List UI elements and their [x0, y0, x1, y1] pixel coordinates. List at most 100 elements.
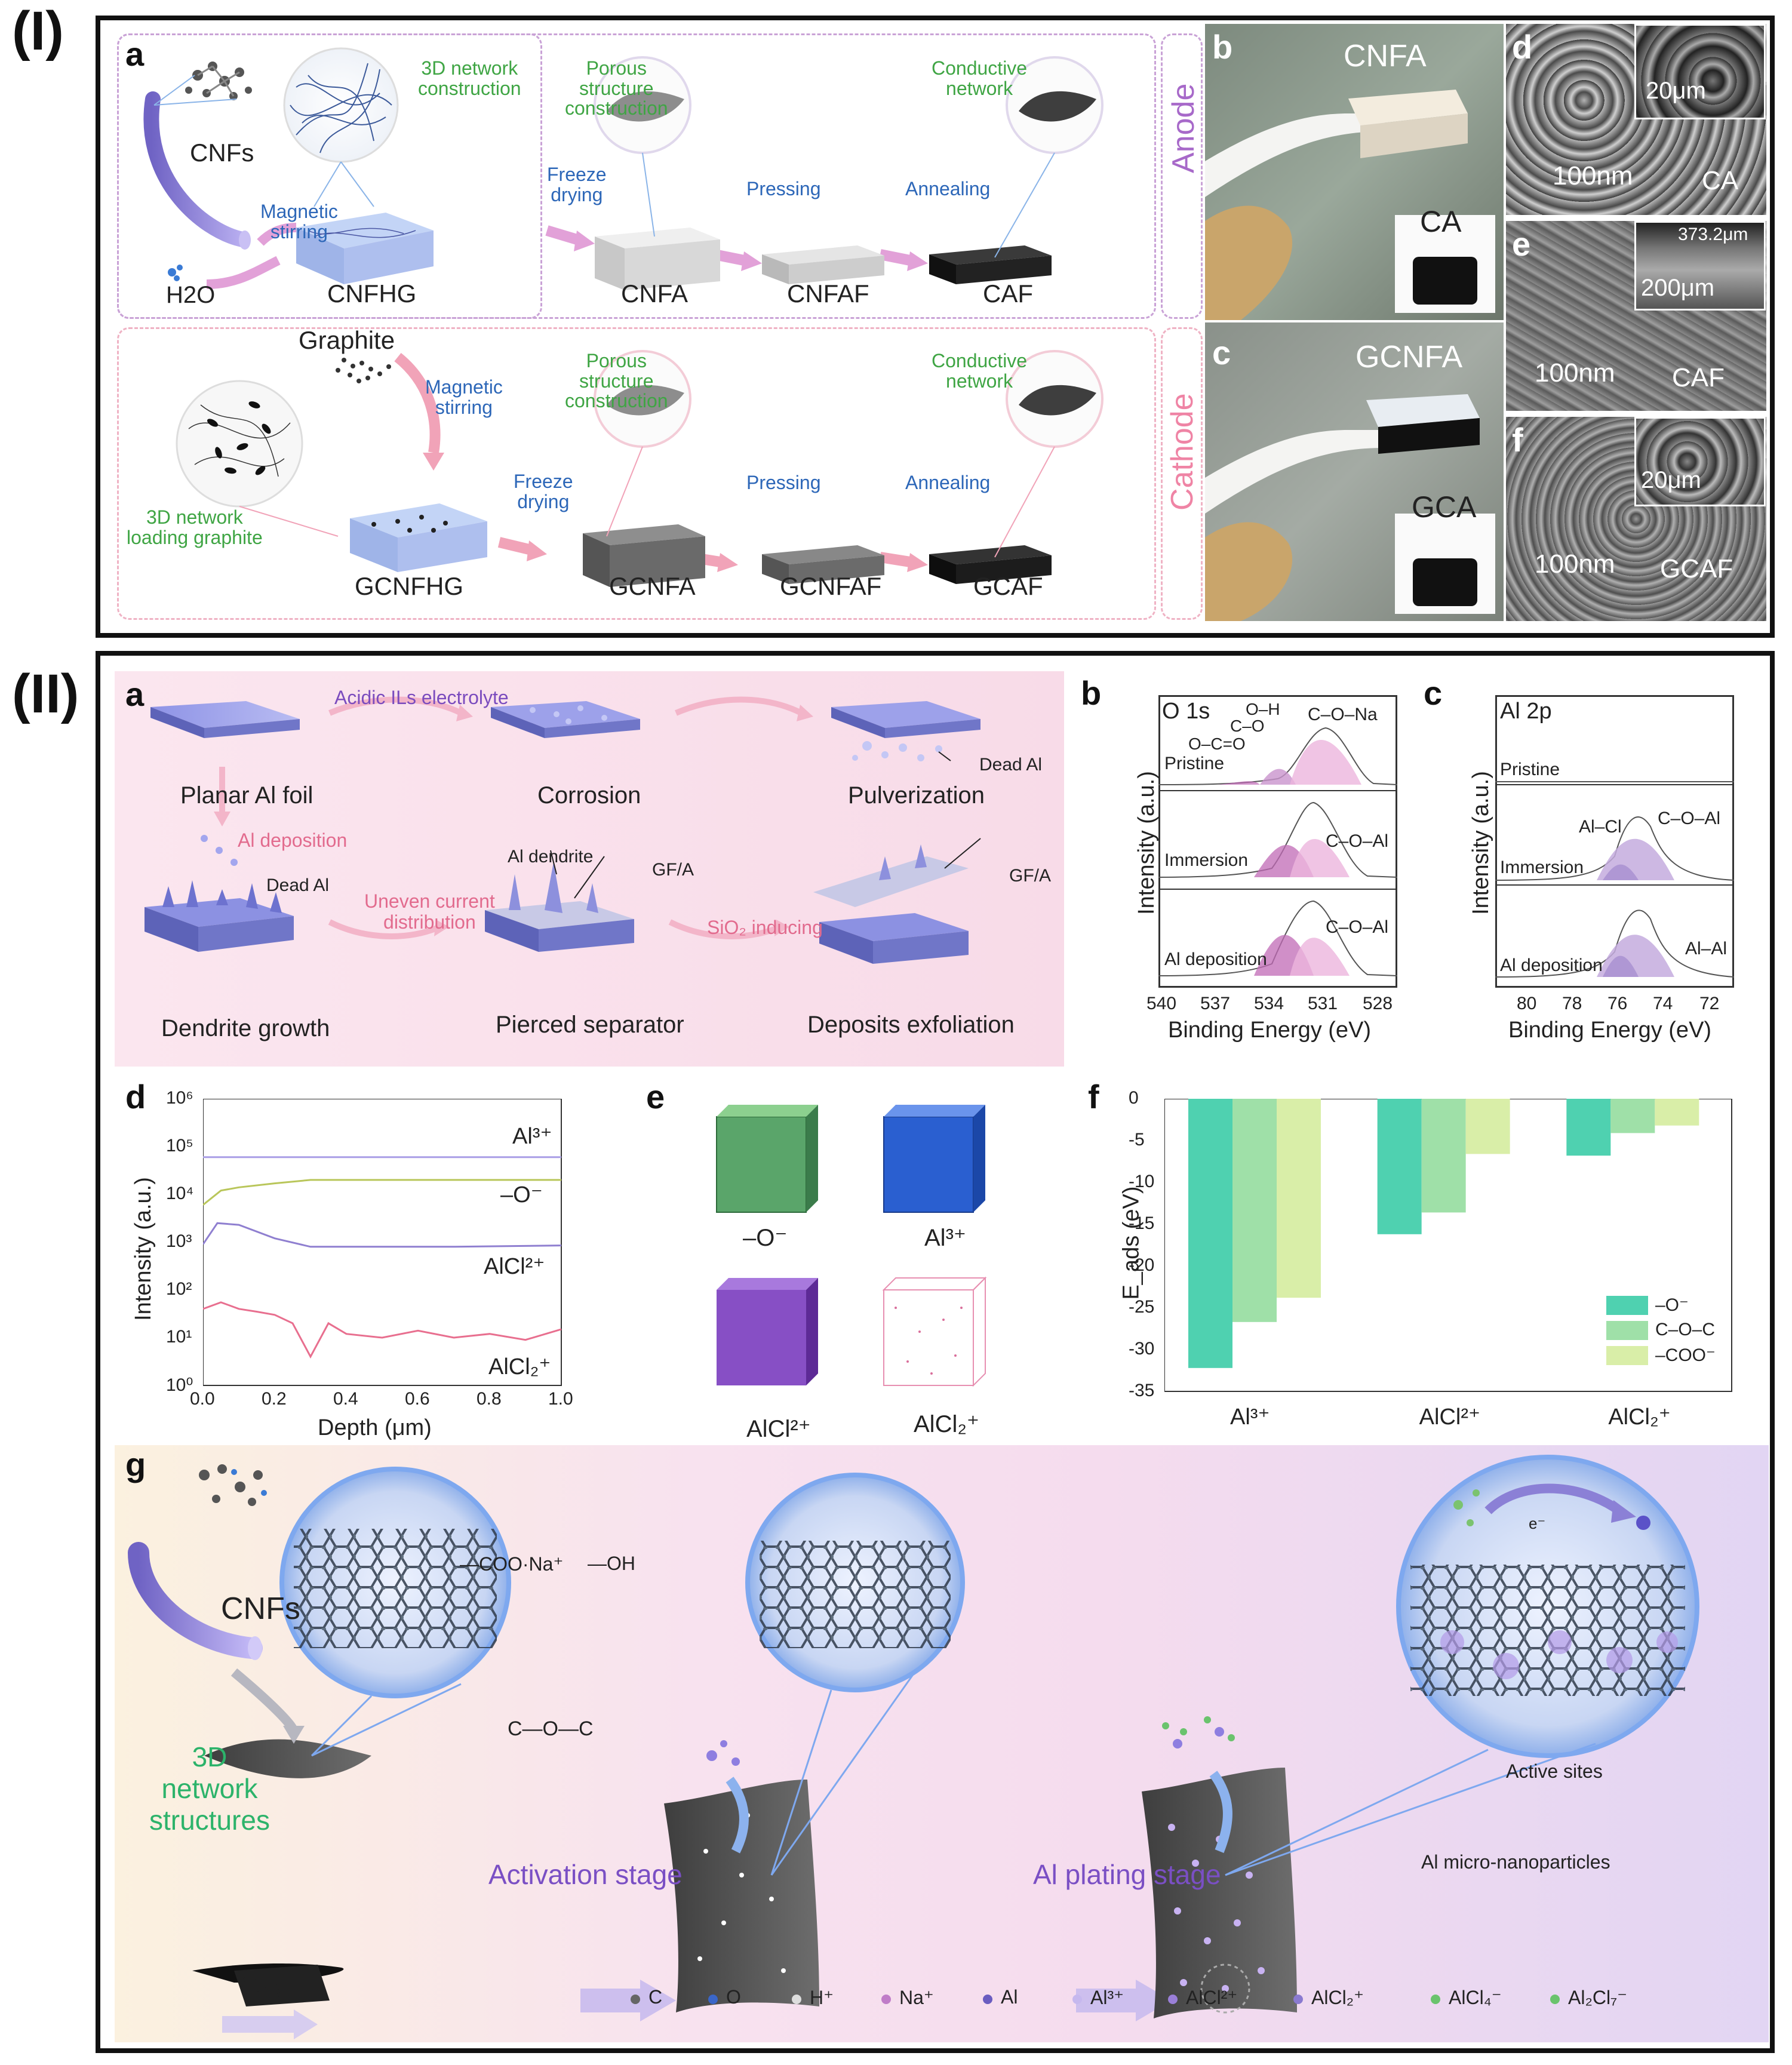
eads-ytick-6: -30	[1129, 1339, 1155, 1359]
sem-e-inset	[1634, 221, 1766, 311]
xps-label-co: C–O	[1230, 717, 1265, 735]
xps-al2p-immersion: Immersion	[1500, 858, 1584, 877]
label-gcnfaf: GCNFAF	[780, 572, 882, 600]
xps-o1s-curves	[1158, 727, 1397, 976]
label-uneven-current: Uneven current distribution	[364, 890, 495, 933]
panel-label-II-c: c	[1424, 674, 1443, 712]
mech-label-coc: C—O—C	[508, 1717, 594, 1740]
mech-legend-icon-2	[792, 1995, 801, 2004]
label-deposits-exfoliation: Deposits exfoliation	[807, 1012, 1015, 1038]
sem-e-inset-scale: 200μm	[1641, 275, 1715, 301]
depth-series-line-3	[203, 1301, 562, 1359]
eads-bar-0-0	[1188, 1099, 1232, 1368]
mech-label-cnfs: CNFs	[221, 1591, 300, 1626]
depth-xtick-4: 0.8	[477, 1389, 502, 1409]
eads-legend-label-1: C–O–C	[1655, 1320, 1716, 1339]
3d-map-label-alcl2: AlCl₂⁺	[914, 1411, 979, 1437]
mech-legend-icon-7	[1293, 1995, 1303, 2004]
mech-label-electron: e⁻	[1529, 1514, 1546, 1532]
label-porous-structure-anode: Porous structure construction	[565, 57, 668, 119]
sem-f-name: GCAF	[1660, 554, 1733, 583]
eads-category-1: AlCl²⁺	[1419, 1405, 1481, 1430]
panel-label-I-e: e	[1512, 225, 1531, 263]
xps-al2p-coal: C–O–Al	[1658, 809, 1721, 828]
label-cnfaf: CNFAF	[787, 279, 869, 308]
panel-label-I-c: c	[1212, 334, 1231, 371]
depth-series-label-alcl2: AlCl₂⁺	[488, 1354, 551, 1379]
mech-legend-icon-5	[1072, 1995, 1082, 2004]
mech-label-active-sites: Active sites	[1506, 1760, 1603, 1782]
mech-legend-icon-9	[1550, 1995, 1560, 2004]
label-conductive-network-cathode: Conductive network	[932, 350, 1028, 392]
eads-ytick-0: 0	[1129, 1088, 1139, 1108]
sem-d-name: CA	[1702, 166, 1739, 195]
label-magnetic-stirring-anode: Magnetic stirring	[260, 201, 338, 242]
mech-label-3d-network: 3D network structures	[149, 1741, 270, 1836]
depth-xtick-2: 0.4	[333, 1389, 358, 1409]
depth-ytick-1: 10¹	[166, 1327, 192, 1347]
panel-label-II-d: d	[125, 1078, 146, 1116]
eads-bar-1-2	[1465, 1099, 1510, 1154]
label-annealing-anode: Annealing	[905, 178, 991, 199]
label-cnfa: CNFA	[621, 279, 688, 308]
photo-b-label: CNFA	[1344, 39, 1427, 73]
panel-II-a-art	[145, 696, 981, 964]
eads-bar-2-2	[1655, 1099, 1699, 1126]
label-cnfs: CNFs	[190, 139, 254, 167]
depth-chart-ylabel: Intensity (a.u.)	[130, 1177, 156, 1321]
label-pressing-cathode: Pressing	[746, 472, 821, 493]
sem-f-inset-scale: 20μm	[1641, 467, 1701, 493]
eads-ytick-4: -20	[1129, 1255, 1155, 1275]
xps-o1s-xtick-2: 534	[1254, 994, 1284, 1013]
eads-ytick-5: -25	[1129, 1297, 1155, 1317]
label-pulverization: Pulverization	[848, 782, 985, 809]
label-anode: Anode	[1166, 83, 1201, 173]
mech-legend-label-3: Na⁺	[899, 1987, 934, 2008]
xps-al2p-title: Al 2p	[1500, 699, 1552, 724]
3d-map-label-alcl2p: AlCl²⁺	[746, 1416, 811, 1442]
label-gfa-1: GF/A	[652, 860, 694, 880]
cathode-schematic-box	[117, 327, 1156, 620]
mech-legend-label-6: AlCl²⁺	[1186, 1987, 1238, 2008]
mech-legend-label-7: AlCl₂⁺	[1311, 1987, 1364, 2008]
cathode-side-box	[1161, 327, 1203, 620]
cathode-schematic-art	[176, 350, 1104, 587]
sem-f-inset	[1634, 417, 1766, 506]
xps-o1s-xlabel: Binding Energy (eV)	[1168, 1018, 1372, 1043]
xps-label-oh: O–H	[1246, 700, 1280, 718]
panel-label-I-a: a	[125, 35, 145, 73]
xps-label-cona: C–O–Na	[1308, 705, 1378, 724]
xps-al2p-alal: Al–Al	[1685, 939, 1728, 958]
sem-f-scale: 100nm	[1535, 549, 1615, 579]
xps-o1s-pristine: Pristine	[1164, 754, 1225, 773]
eads-bar-0-2	[1277, 1099, 1321, 1298]
eads-legend-swatch-2	[1606, 1346, 1648, 1365]
mech-legend-icon-0	[631, 1995, 640, 2004]
label-3d-network-loading-graphite: 3D network loading graphite	[127, 506, 263, 548]
label-freeze-drying-anode: Freeze drying	[547, 164, 607, 205]
eads-legend-swatch-1	[1606, 1321, 1648, 1340]
3d-map-label-al3: Al³⁺	[924, 1225, 966, 1251]
label-pressing-anode: Pressing	[746, 178, 821, 199]
mech-legend-label-1: O	[726, 1986, 741, 2008]
part-2-frame	[96, 651, 1775, 2053]
panel-label-II-b: b	[1081, 674, 1102, 712]
eads-legend-swatch-0	[1606, 1296, 1648, 1315]
eads-ytick-2: -10	[1129, 1172, 1155, 1191]
adsorption-energy-chart	[1164, 1099, 1732, 1392]
depth-ytick-0: 10⁰	[166, 1375, 193, 1395]
depth-ytick-3: 10³	[166, 1231, 192, 1251]
photo-b-art	[1205, 90, 1495, 320]
xps-al2p-xtick-3: 74	[1653, 994, 1673, 1013]
label-gcnfhg: GCNFHG	[355, 572, 463, 600]
label-dendrite-growth: Dendrite growth	[161, 1015, 330, 1041]
depth-series-label-alcl2p: AlCl²⁺	[484, 1254, 545, 1279]
panel-II-g-art	[128, 1455, 1699, 2039]
label-freeze-drying-cathode: Freeze drying	[514, 471, 573, 512]
3d-maps	[716, 1105, 987, 1387]
sem-d-inset-scale: 20μm	[1646, 78, 1706, 104]
panel-label-II-e: e	[646, 1078, 665, 1116]
label-corrosion: Corrosion	[537, 782, 641, 809]
depth-series-line-2	[203, 1222, 562, 1248]
xps-al2p-xlabel: Binding Energy (eV)	[1508, 1018, 1712, 1043]
